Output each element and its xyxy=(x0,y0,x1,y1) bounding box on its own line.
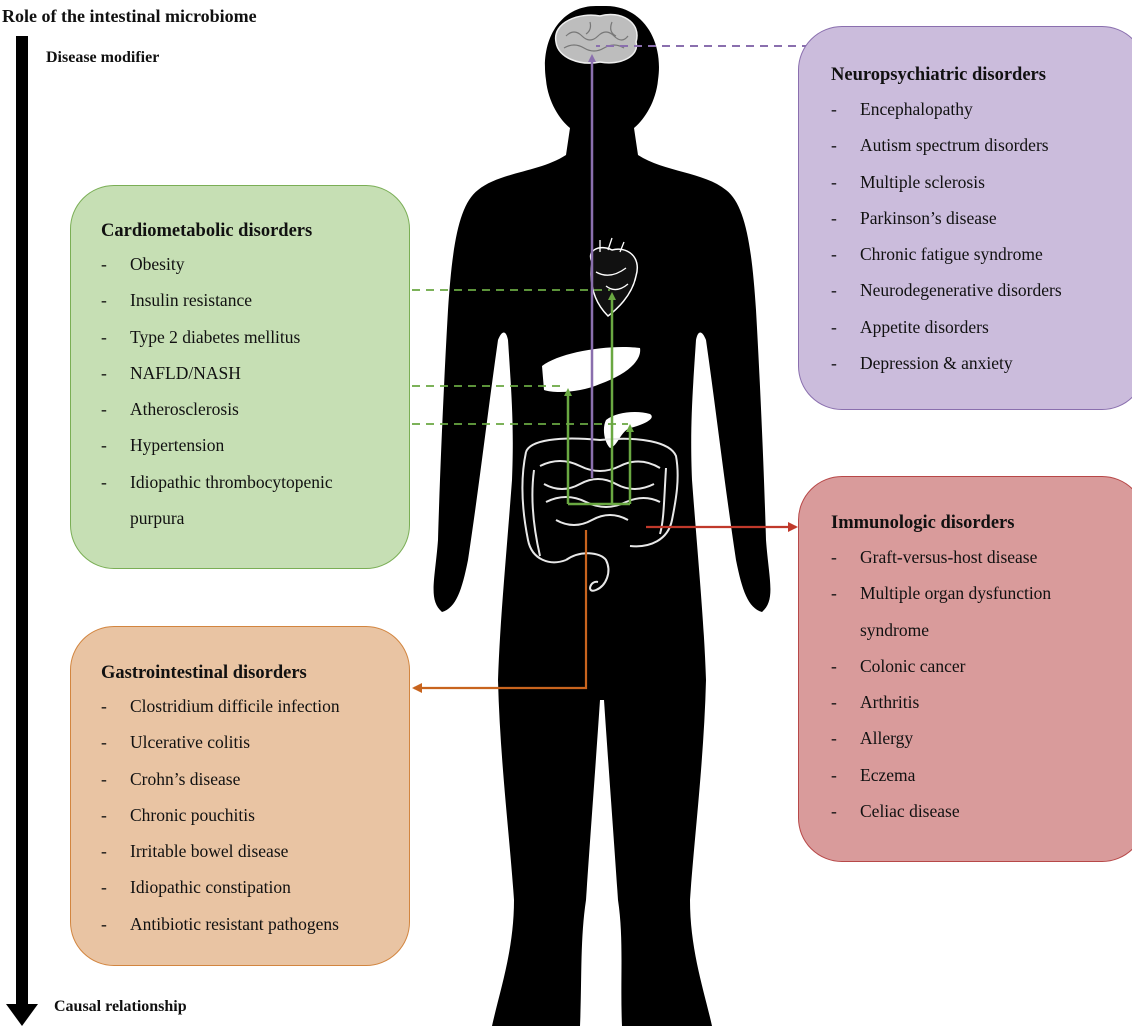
neuropsychiatric-title: Neuropsychiatric disorders xyxy=(831,63,1132,87)
figure-title: Role of the intestinal microbiome xyxy=(2,6,257,27)
list-item: Autism spectrum disorders xyxy=(831,127,1132,163)
neuropsychiatric-panel: Neuropsychiatric disorders Encephalopath… xyxy=(798,26,1132,410)
axis-arrow xyxy=(6,36,38,1026)
immunologic-title: Immunologic disorders xyxy=(831,511,1132,535)
list-item: Obesity xyxy=(101,246,409,282)
axis-bottom-label: Causal relationship xyxy=(54,998,187,1016)
list-item: Appetite disorders xyxy=(831,309,1132,345)
list-item: Colonic cancer xyxy=(831,648,1132,684)
cardiometabolic-panel: Cardiometabolic disorders Obesity Insuli… xyxy=(70,185,410,569)
list-item: Multiple organ dysfunction xyxy=(831,575,1132,611)
list-item: Antibiotic resistant pathogens xyxy=(101,906,409,942)
list-item: Celiac disease xyxy=(831,793,1132,829)
list-item: Arthritis xyxy=(831,684,1132,720)
list-item: Depression & anxiety xyxy=(831,345,1132,381)
axis-top-label: Disease modifier xyxy=(46,49,159,67)
list-item: Allergy xyxy=(831,720,1132,756)
list-item: Clostridium difficile infection xyxy=(101,688,409,724)
list-item: Chronic fatigue syndrome xyxy=(831,236,1132,272)
gastrointestinal-title: Gastrointestinal disorders xyxy=(101,661,409,685)
list-item: Irritable bowel disease xyxy=(101,833,409,869)
list-item: Neurodegenerative disorders xyxy=(831,272,1132,308)
list-item-continuation: syndrome xyxy=(831,612,1132,648)
list-item: Insulin resistance xyxy=(101,282,409,318)
list-item: NAFLD/NASH xyxy=(101,355,409,391)
list-item: Idiopathic constipation xyxy=(101,869,409,905)
immunologic-panel: Immunologic disorders Graft-versus-host … xyxy=(798,476,1132,862)
list-item: Atherosclerosis xyxy=(101,391,409,427)
list-item: Graft-versus-host disease xyxy=(831,539,1132,575)
list-item: Chronic pouchitis xyxy=(101,797,409,833)
list-item: Parkinson’s disease xyxy=(831,200,1132,236)
brain-icon xyxy=(556,14,637,63)
cardiometabolic-title: Cardiometabolic disorders xyxy=(101,219,409,243)
list-item: Type 2 diabetes mellitus xyxy=(101,319,409,355)
list-item: Crohn’s disease xyxy=(101,761,409,797)
list-item: Encephalopathy xyxy=(831,91,1132,127)
gastrointestinal-panel: Gastrointestinal disorders Clostridium d… xyxy=(70,626,410,966)
list-item: Eczema xyxy=(831,757,1132,793)
list-item: Hypertension xyxy=(101,427,409,463)
list-item-continuation: purpura xyxy=(101,500,409,536)
list-item: Ulcerative colitis xyxy=(101,724,409,760)
list-item: Multiple sclerosis xyxy=(831,164,1132,200)
list-item: Idiopathic thrombocytopenic xyxy=(101,464,409,500)
